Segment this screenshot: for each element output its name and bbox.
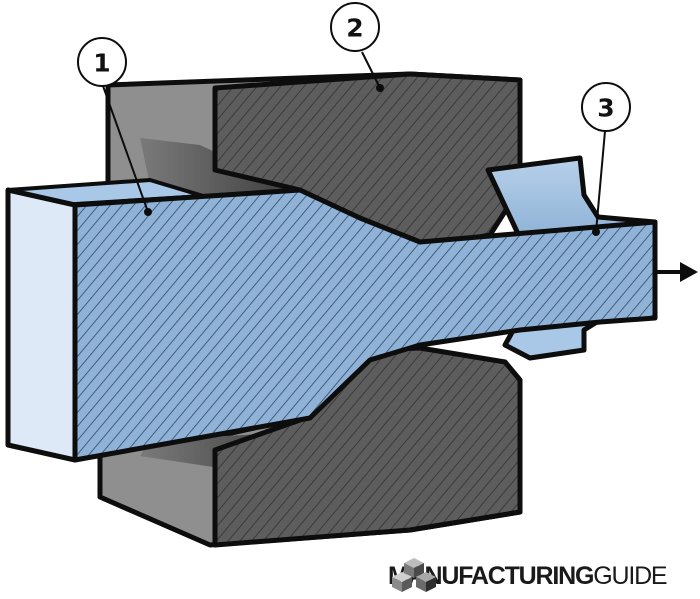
callout-1-leader <box>102 85 149 213</box>
workpiece <box>5 178 658 463</box>
workpiece-section <box>72 187 658 463</box>
callout-3-dot <box>592 228 600 236</box>
callout-2: 2 <box>330 2 384 92</box>
callout-3-label: 3 <box>597 94 614 123</box>
callout-3-leader <box>595 130 606 233</box>
callout-2-dot <box>376 84 384 92</box>
arrow-right-icon <box>655 262 698 282</box>
stacked-cubes-logo-icon <box>392 558 436 592</box>
callout-1-circle <box>77 37 127 87</box>
brand-logo: MANUFACTURINGGUIDE <box>388 556 700 596</box>
callout-3: 3 <box>581 82 631 236</box>
callout-1: 1 <box>77 37 152 216</box>
callout-1-label: 1 <box>93 49 110 78</box>
callout-3-circle <box>581 82 631 132</box>
callout-1-dot <box>144 208 152 216</box>
workpiece-end-face <box>5 187 78 463</box>
brand-name-light: GUIDE <box>593 561 667 590</box>
callout-2-circle <box>330 2 380 52</box>
callout-2-label: 2 <box>346 14 363 43</box>
callout-2-leader <box>361 51 381 89</box>
